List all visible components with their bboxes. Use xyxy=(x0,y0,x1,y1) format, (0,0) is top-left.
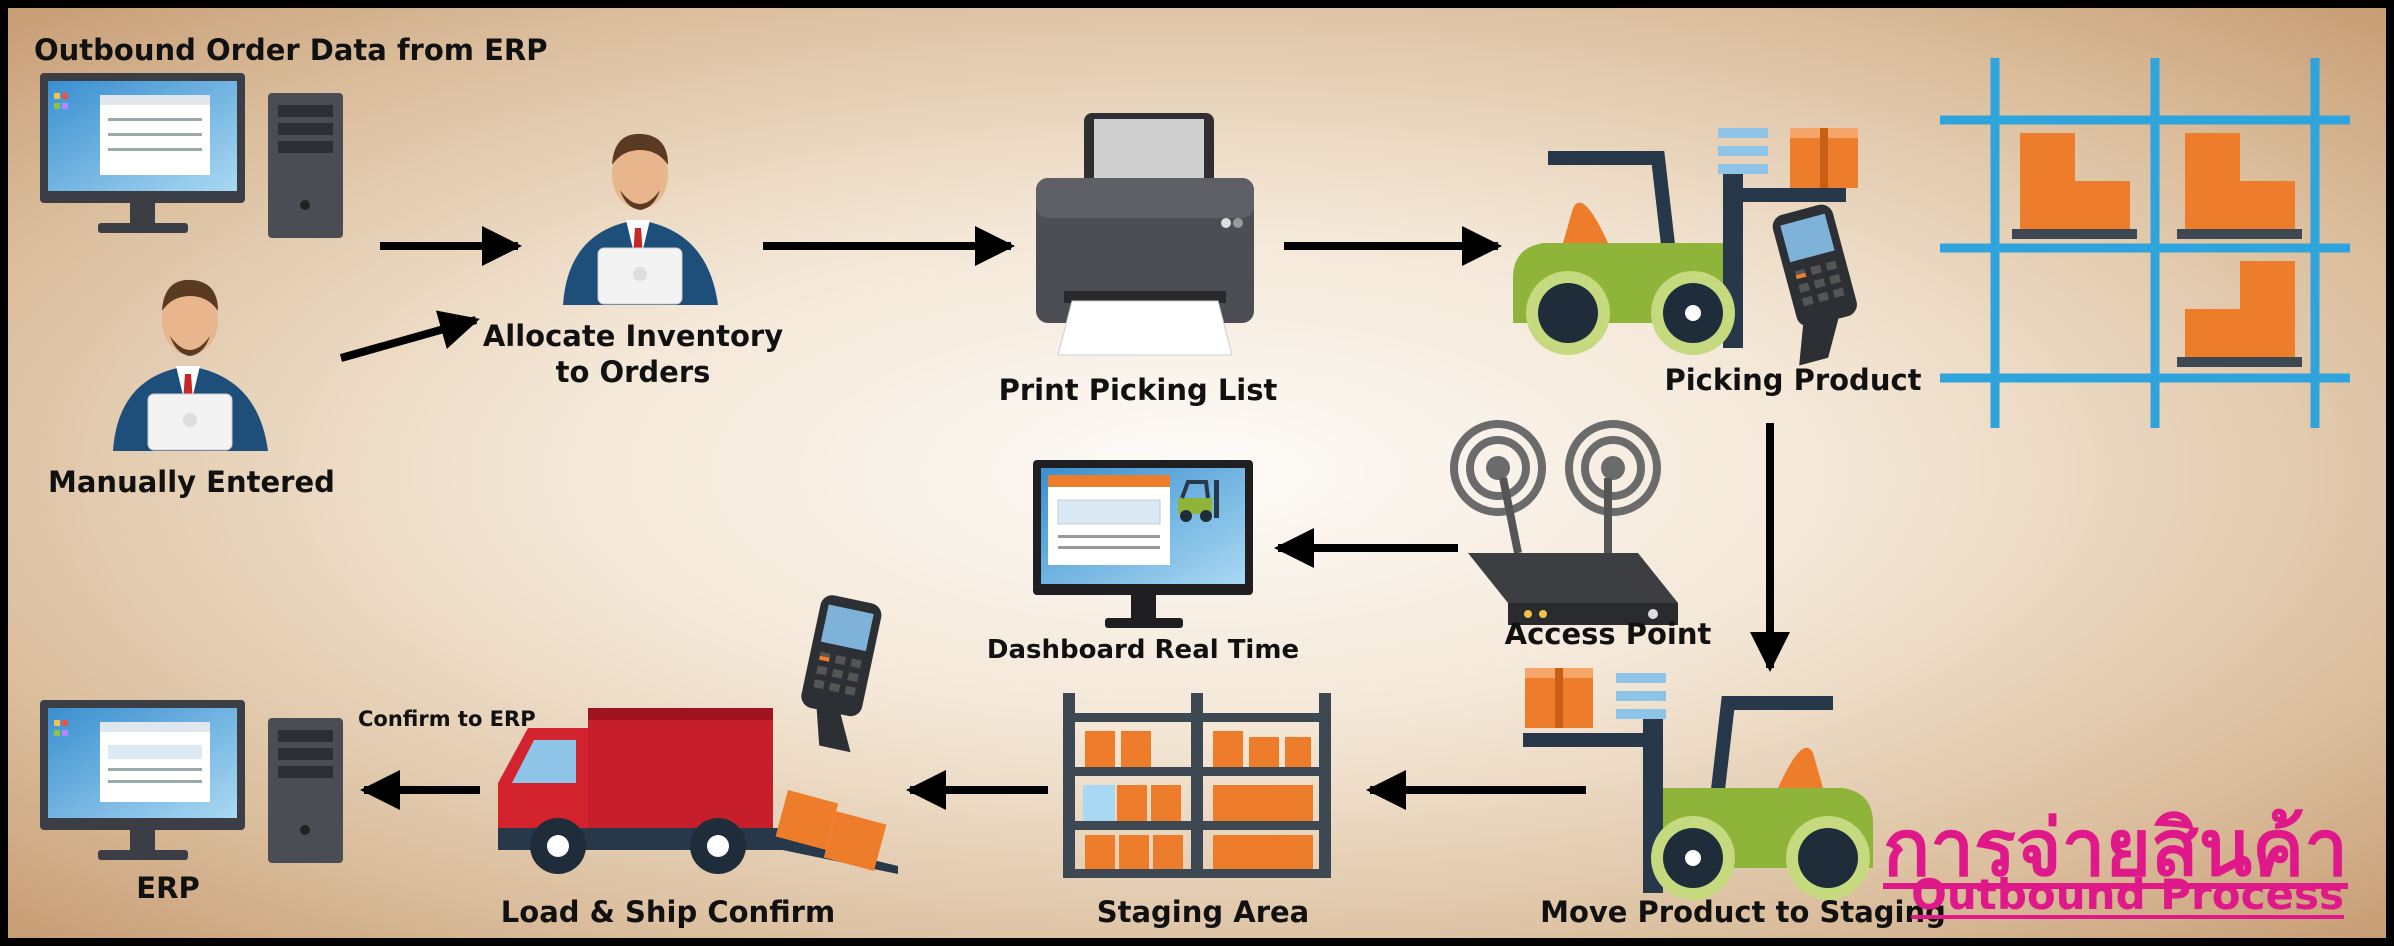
dashboard-monitor-icon xyxy=(1033,460,1253,628)
arrow-manual-to-allocate xyxy=(339,310,480,362)
person-laptop-icon xyxy=(563,133,718,305)
person-laptop-icon xyxy=(113,279,268,451)
title-thai: การจ่ายสินค้า xyxy=(1882,804,2348,894)
picking-label: Picking Product xyxy=(1664,363,1922,397)
handheld-scanner-icon xyxy=(1772,204,1857,366)
box-icon xyxy=(1790,128,1858,188)
staging-label: Staging Area xyxy=(1096,895,1310,929)
desktop-computer-icon xyxy=(40,73,343,238)
delivery-truck-icon xyxy=(498,708,898,874)
storage-shelf-icon xyxy=(1063,693,1331,878)
load-ship-label: Load & Ship Confirm xyxy=(500,895,836,929)
allocate-label-line2: to Orders xyxy=(555,355,711,390)
forklift-icon xyxy=(1513,151,1846,355)
print-label: Print Picking List xyxy=(998,373,1278,407)
dashboard-label: Dashboard Real Time xyxy=(986,635,1300,665)
printer-icon xyxy=(1036,113,1254,356)
forklift-icon xyxy=(1523,696,1873,900)
handheld-scanner-icon xyxy=(801,595,882,753)
mast-icon xyxy=(1616,673,1666,719)
allocate-label: Allocate Inventory to Orders xyxy=(463,318,803,391)
warehouse-rack-icon xyxy=(1940,58,2350,428)
erp-dest-label: ERP xyxy=(136,871,200,905)
allocate-label-line1: Allocate Inventory xyxy=(482,319,784,353)
erp-source-label: Outbound Order Data from ERP xyxy=(34,33,548,67)
box-icon xyxy=(1525,668,1593,728)
move-staging-label: Move Product to Staging xyxy=(1540,895,1946,929)
access-point-label: Access Point xyxy=(1504,617,1712,651)
diagram-graphics xyxy=(40,58,2350,900)
wifi-router-icon xyxy=(1450,420,1678,625)
manual-entry-label: Manually Entered xyxy=(48,465,335,499)
desktop-computer-icon xyxy=(40,700,343,863)
title-english: Outbound Process xyxy=(1911,870,2344,919)
confirm-erp-label: Confirm to ERP xyxy=(358,707,536,731)
mast-icon xyxy=(1718,128,1768,174)
